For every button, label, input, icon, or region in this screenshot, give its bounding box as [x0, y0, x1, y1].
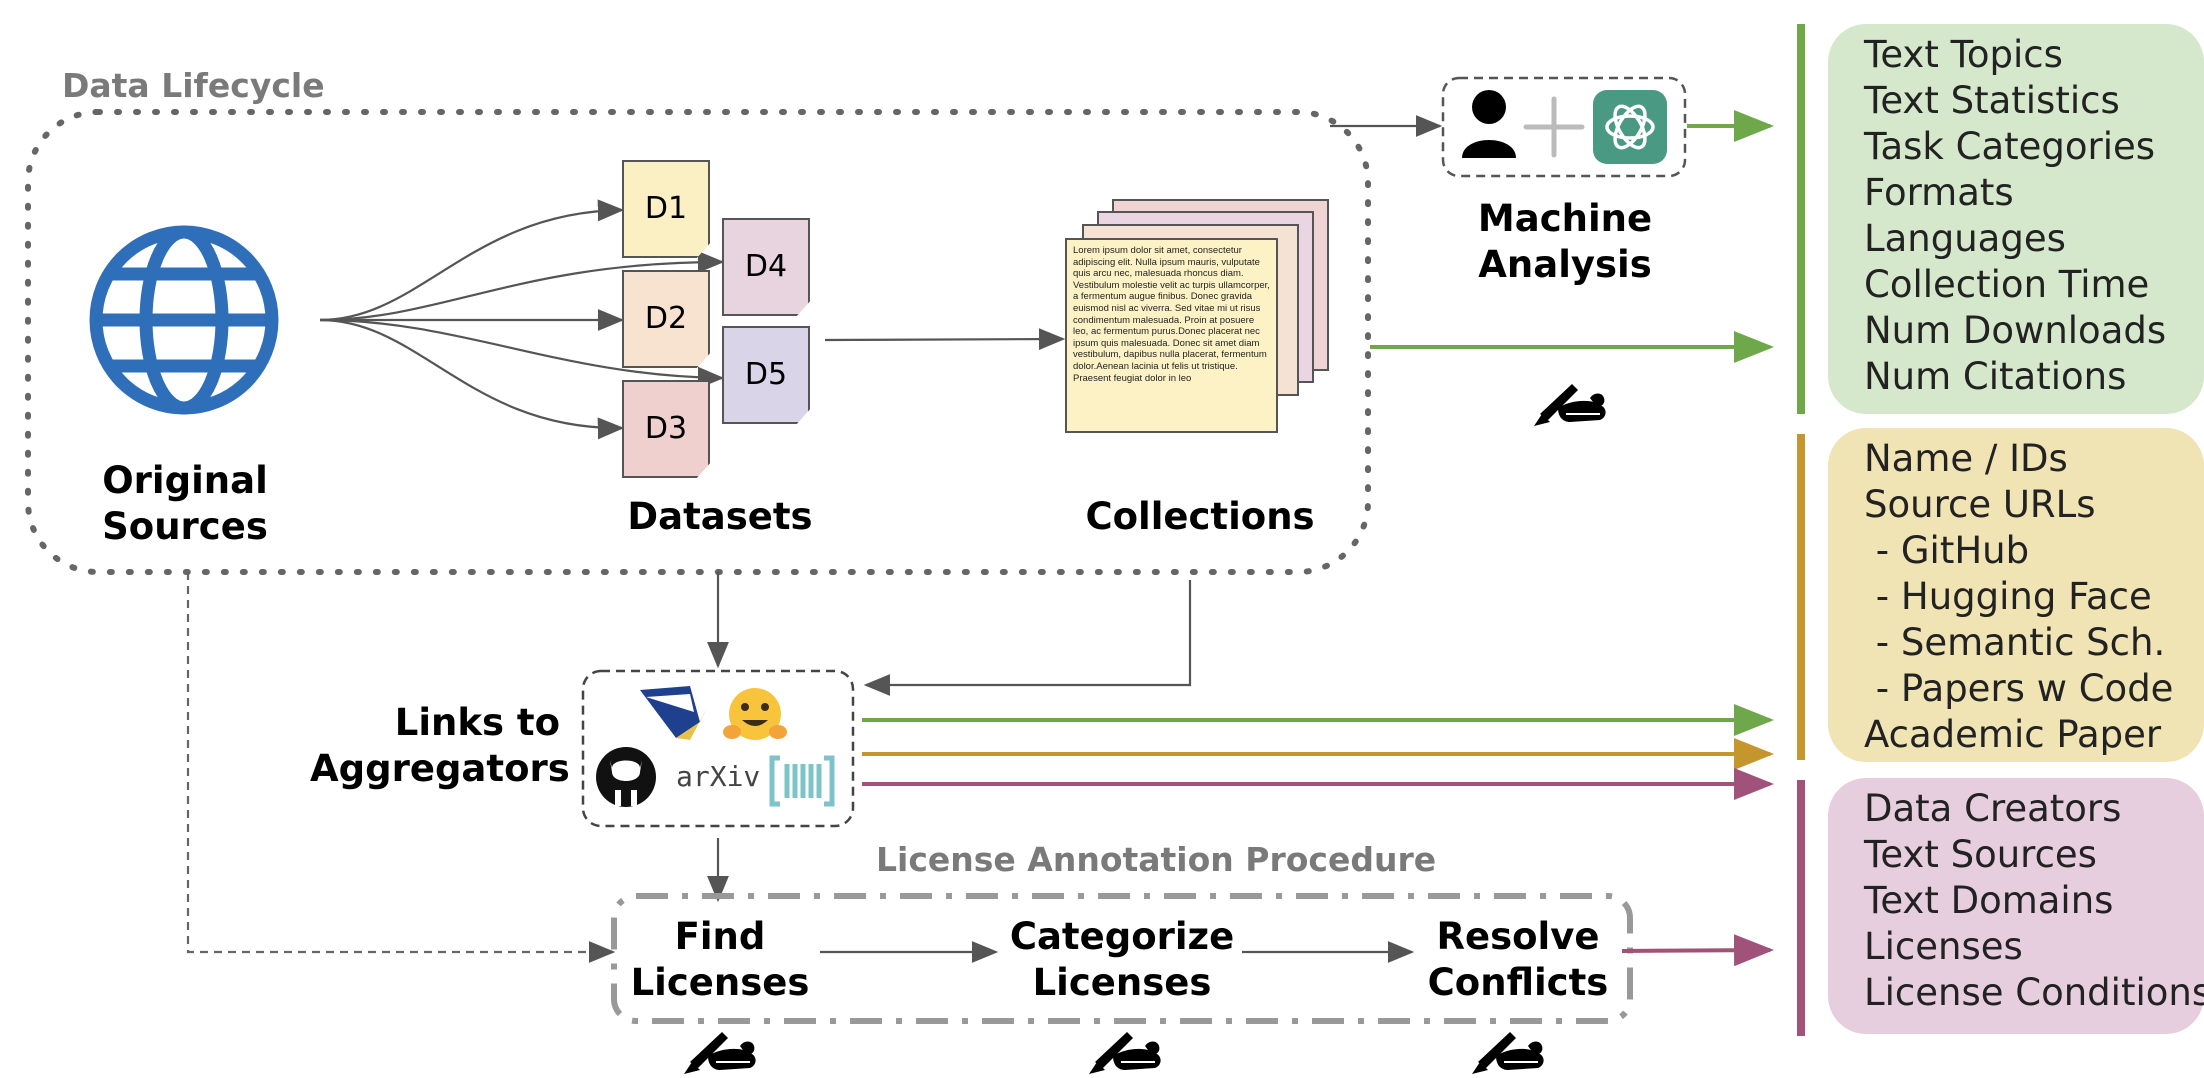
green-panel-item: Languages [1864, 217, 2066, 260]
writing-hand-icon [683, 1031, 757, 1075]
dataset-doc-d5: D5 [722, 326, 810, 424]
aggregators-label: Links to Aggregators [310, 701, 570, 790]
purple-panel-item: Licenses [1864, 925, 2023, 968]
lifecycle-title: Data Lifecycle [62, 66, 325, 105]
dataset-doc-d1: D1 [622, 160, 710, 258]
plus-icon [1523, 96, 1585, 158]
green-panel-item: Text Topics [1864, 33, 2063, 76]
resolve-to-purple-arrow [1621, 934, 1774, 967]
purple-panel-item: Text Sources [1864, 833, 2097, 876]
green-panel-item: Num Downloads [1864, 309, 2167, 352]
openai-icon [1593, 90, 1667, 164]
green-panel-item: Collection Time [1864, 263, 2150, 306]
dataset-doc-d4: D4 [722, 218, 810, 316]
writing-hand-icon [1533, 383, 1607, 427]
green-panel-item: Text Statistics [1864, 79, 2120, 122]
green-panel-item: Task Categories [1864, 125, 2156, 168]
writing-hand-icon [1088, 1031, 1162, 1075]
purple-panel-item: Text Domains [1864, 879, 2114, 922]
lifecycle-box [25, 109, 1371, 575]
yellow-panel-item: - Semantic Sch. [1864, 621, 2166, 664]
purple-panel-item: Data Creators [1864, 787, 2122, 830]
purple-panel-item: License Conditions [1864, 971, 2204, 1014]
categorize-licenses-step: Categorize Licenses [1009, 915, 1235, 1004]
yellow-panel-item: Academic Paper [1864, 713, 2162, 756]
person-icon [1462, 90, 1516, 158]
aggregators-box [581, 669, 855, 828]
sources-to-license-arrow [186, 572, 616, 963]
green-panel-item: Num Citations [1864, 355, 2127, 398]
yellow-panel-item: Name / IDs [1864, 437, 2068, 480]
collection-front-page: Lorem ipsum dolor sit amet, consectetur … [1065, 238, 1278, 433]
green-panel-item: Formats [1864, 171, 2014, 214]
machine-analysis-label: Machine Analysis [1477, 197, 1653, 286]
yellow-panel-item: - Papers w Code [1864, 667, 2174, 710]
hugging-face-icon [723, 688, 787, 740]
find-licenses-step: Find Licenses [630, 915, 810, 1004]
globe-icon [89, 225, 279, 415]
papers-with-code-icon [769, 755, 835, 807]
dataset-doc-d3: D3 [622, 380, 710, 478]
semantic-scholar-icon [640, 686, 708, 740]
arxiv-logo: arXiv [676, 760, 761, 793]
machine-analysis-box [1441, 76, 1687, 178]
writing-hand-icon [1471, 1031, 1545, 1075]
yellow-panel-item: - GitHub [1864, 529, 2030, 572]
dataset-doc-d2: D2 [622, 270, 710, 368]
datasets-label: Datasets [627, 495, 813, 538]
license-procedure-title: License Annotation Procedure [876, 840, 1437, 879]
yellow-panel-item: - Hugging Face [1864, 575, 2152, 618]
yellow-panel-item: Source URLs [1864, 483, 2096, 526]
resolve-conflicts-step: Resolve Conflicts [1427, 915, 1609, 1004]
collections-label: Collections [1085, 495, 1315, 538]
source-to-dataset-arrows [319, 199, 725, 440]
original-sources-label: Original Sources [102, 459, 268, 548]
collections-to-aggregators-arrow [863, 580, 1192, 696]
dataset-to-collection-arrow [824, 328, 1066, 351]
license-procedure-box [611, 893, 1633, 1024]
github-icon [596, 747, 656, 807]
